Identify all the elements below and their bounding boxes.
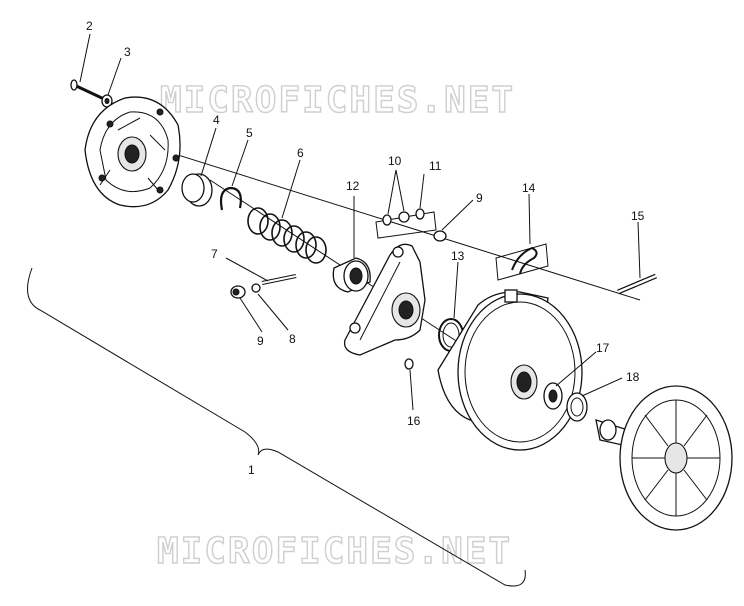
callout-5: 5 — [246, 126, 253, 140]
callout-13: 13 — [451, 249, 465, 263]
part-roller-bushing — [332, 257, 371, 293]
callout-11: 11 — [429, 159, 442, 173]
leader-lines — [79, 33, 641, 411]
part-cap-right — [433, 230, 447, 242]
assembly-bracket — [27, 267, 526, 587]
part-movable-sheave — [437, 289, 583, 451]
part-snap-ring — [219, 186, 242, 211]
callout-7: 7 — [211, 247, 218, 261]
part-cap-left — [230, 285, 246, 299]
callout-6: 6 — [297, 146, 304, 160]
watermark-top: MICROFICHES.NET — [160, 80, 515, 121]
callout-17: 17 — [596, 341, 610, 355]
callout-15: 15 — [631, 209, 645, 223]
part-hardware-set — [375, 208, 437, 239]
callout-1: 1 — [248, 463, 255, 477]
callout-4: 4 — [213, 113, 220, 127]
part-bearing — [543, 382, 563, 410]
callout-9-right: 9 — [476, 191, 483, 205]
center-axis-line — [91, 127, 641, 301]
part-washer-ring — [566, 392, 588, 422]
callout-3: 3 — [124, 45, 131, 59]
callout-8: 8 — [289, 332, 296, 346]
callout-12: 12 — [346, 179, 360, 193]
part-spider-arm — [343, 243, 426, 356]
part-cover-plate — [84, 96, 181, 208]
callout-18: 18 — [626, 370, 640, 384]
part-bushing — [181, 173, 213, 207]
part-small-bushing — [251, 283, 261, 293]
callout-16: 16 — [407, 414, 421, 428]
watermark-bottom: MICROFICHES.NET — [157, 531, 512, 572]
callout-10: 10 — [388, 154, 402, 168]
callout-2: 2 — [86, 19, 93, 33]
part-nut — [404, 358, 414, 370]
part-clip — [495, 243, 549, 281]
callout-labels: 2 3 4 5 6 7 8 9 10 11 12 9 13 14 15 16 1… — [86, 19, 645, 477]
part-fixed-sheave — [595, 385, 733, 531]
part-rod — [617, 273, 657, 295]
part-spring — [247, 207, 327, 264]
callout-14: 14 — [522, 181, 536, 195]
callout-9-left: 9 — [257, 334, 264, 348]
part-pin — [261, 274, 297, 285]
part-bolt — [70, 79, 105, 101]
